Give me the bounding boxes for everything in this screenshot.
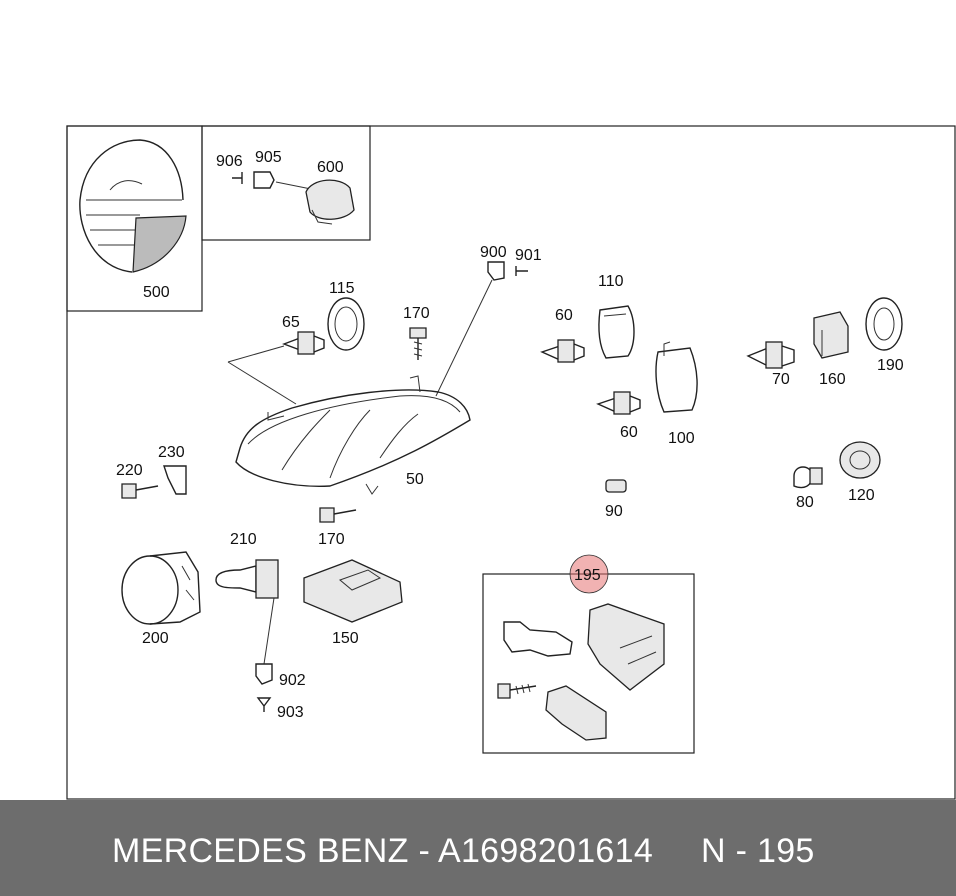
label-60-lower: 60 <box>620 424 638 441</box>
separator: - <box>408 832 438 870</box>
label-190: 190 <box>877 357 904 374</box>
part-115-seal-ring[interactable] <box>327 297 365 351</box>
diagram-frame <box>66 125 956 800</box>
part-210-bulb[interactable] <box>215 559 279 599</box>
label-902: 902 <box>279 672 306 689</box>
label-230: 230 <box>158 444 185 461</box>
label-110: 110 <box>598 273 624 290</box>
label-70: 70 <box>772 371 790 388</box>
part-60-bulb-upper[interactable] <box>540 339 585 363</box>
part-number: A1698201614 <box>437 832 654 870</box>
part-120-socket[interactable] <box>839 441 881 479</box>
label-150: 150 <box>332 630 359 647</box>
part-80-bulb[interactable] <box>793 466 823 489</box>
label-120: 120 <box>848 487 875 504</box>
label-65: 65 <box>282 314 300 331</box>
part-195-bracket-set[interactable] <box>497 603 665 741</box>
part-900-clip[interactable] <box>487 261 505 281</box>
label-60-upper: 60 <box>555 307 573 324</box>
part-50-headlamp-housing[interactable] <box>235 375 471 495</box>
label-200: 200 <box>142 630 169 647</box>
part-100-ring[interactable] <box>655 341 698 413</box>
parts-diagram: 906 905 600 500 900 901 115 65 170 110 6… <box>66 125 956 800</box>
part-500-lens-cover[interactable] <box>79 139 187 273</box>
label-90: 90 <box>605 503 623 520</box>
brand-name: MERCEDES BENZ <box>112 832 409 870</box>
label-80: 80 <box>796 494 814 511</box>
label-500: 500 <box>143 284 170 301</box>
label-220: 220 <box>116 462 143 479</box>
label-905: 905 <box>255 149 282 166</box>
label-900: 900 <box>480 244 507 261</box>
part-903-pin[interactable] <box>256 697 272 712</box>
part-60-bulb-lower[interactable] <box>596 391 641 415</box>
part-190-socket[interactable] <box>865 297 903 351</box>
part-70-bulb[interactable] <box>746 341 795 369</box>
part-170-screw-upper[interactable] <box>409 327 427 360</box>
label-160: 160 <box>819 371 846 388</box>
label-600: 600 <box>317 159 344 176</box>
part-200-fog-module[interactable] <box>121 551 201 625</box>
label-195[interactable]: 195 <box>574 567 601 584</box>
part-90-bulb[interactable] <box>605 479 627 493</box>
part-150-ballast[interactable] <box>303 559 403 623</box>
label-170-upper: 170 <box>403 305 430 322</box>
part-220-screw[interactable] <box>121 483 159 499</box>
footer-caption: MERCEDES BENZ - A1698201614 N - 195 <box>112 832 815 871</box>
label-901: 901 <box>515 247 542 264</box>
part-160-socket[interactable] <box>813 311 849 359</box>
part-230-bracket[interactable] <box>163 465 187 495</box>
highlight-marker-195 <box>569 554 609 594</box>
part-110-ring[interactable] <box>598 305 635 359</box>
part-905-clip[interactable] <box>253 171 275 189</box>
label-170-lower: 170 <box>318 531 345 548</box>
label-906: 906 <box>216 153 243 170</box>
part-600-cap[interactable] <box>305 179 355 225</box>
part-65-bulb[interactable] <box>282 331 325 355</box>
label-115: 115 <box>329 280 355 297</box>
diagram-position: N - 195 <box>701 832 815 870</box>
part-902-clip[interactable] <box>255 663 273 685</box>
part-906-pin[interactable] <box>232 172 243 184</box>
inset-box-bulb-cap <box>201 125 371 241</box>
part-901-pin[interactable] <box>515 266 528 276</box>
label-50: 50 <box>406 471 424 488</box>
label-100: 100 <box>668 430 695 447</box>
label-903: 903 <box>277 704 304 721</box>
label-210: 210 <box>230 531 257 548</box>
footer-bar: MERCEDES BENZ - A1698201614 N - 195 <box>0 800 956 896</box>
part-170-screw-lower[interactable] <box>319 507 357 523</box>
